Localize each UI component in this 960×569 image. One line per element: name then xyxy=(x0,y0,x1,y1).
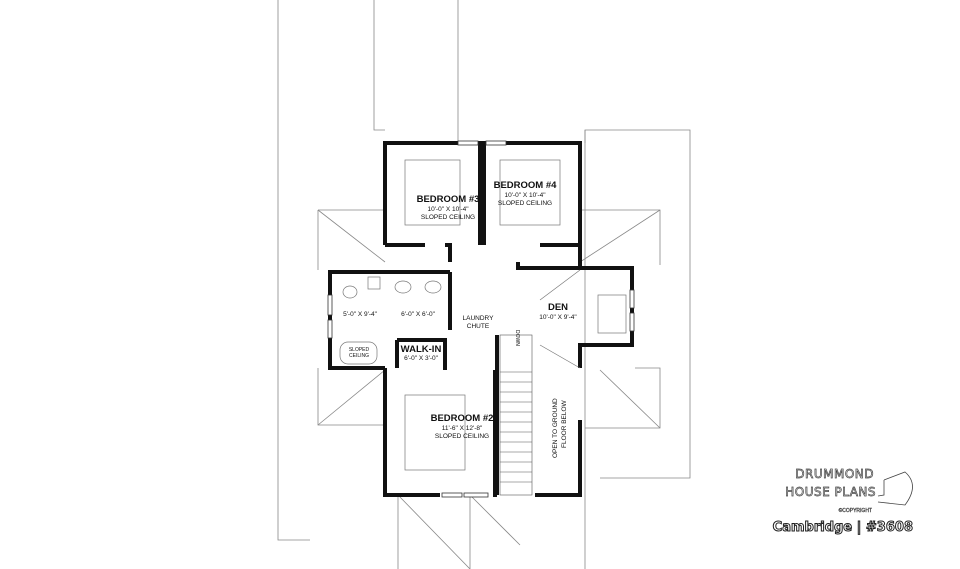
room-size: 10'-0" X 10'-4" xyxy=(504,192,546,199)
room-name: DEN xyxy=(548,302,568,313)
room-name: BEDROOM #2 xyxy=(431,413,494,424)
room-name: WALK-IN xyxy=(401,344,442,355)
windows xyxy=(327,140,635,498)
bath-size: 5'-0" X 9'-4" xyxy=(343,311,378,318)
logo-mark-icon xyxy=(877,471,913,506)
logo-line2: HOUSE PLANS xyxy=(785,485,876,499)
drummond-logo: DRUMMOND HOUSE PLANS ©COPYRIGHT xyxy=(785,467,913,514)
stair-direction-label: DOWN xyxy=(514,330,520,346)
room-note: SLOPED CEILING xyxy=(498,200,552,207)
laundry-chute-label: LAUNDRY xyxy=(463,315,495,322)
tub-note: CEILING xyxy=(349,353,369,359)
plan-title: Cambridge | #3608 xyxy=(773,520,913,535)
room-note: SLOPED CEILING xyxy=(435,433,489,440)
room-den: DEN 10'-0" X 9'-4" xyxy=(539,302,577,321)
laundry-chute-label: CHUTE xyxy=(467,323,490,330)
room-name: BEDROOM #3 xyxy=(417,194,480,205)
room-size: 11'-6" X 12'-8" xyxy=(442,425,483,432)
open-to-below-label: FLOOR BELOW xyxy=(561,399,568,448)
room-name: BEDROOM #4 xyxy=(494,180,558,191)
open-to-below-label: OPEN TO GROUND xyxy=(552,398,559,458)
tub-note: SLOPED xyxy=(349,347,370,353)
room-size: 6'-0" X 3'-0" xyxy=(404,355,439,362)
room-size: 10'-0" X 9'-4" xyxy=(539,314,577,321)
stair xyxy=(499,334,533,496)
copyright-label: ©COPYRIGHT xyxy=(839,507,872,514)
room-bedroom-2: BEDROOM #2 11'-6" X 12'-8" SLOPED CEILIN… xyxy=(431,413,494,440)
logo-line1: DRUMMOND xyxy=(795,467,874,481)
room-walk-in: WALK-IN 6'-0" X 3'-0" xyxy=(401,344,442,362)
room-bedroom-4: BEDROOM #4 10'-0" X 10'-4" SLOPED CEILIN… xyxy=(494,180,558,207)
vanity-size: 6'-0" X 6'-0" xyxy=(401,311,436,318)
room-size: 10'-0" X 10'-4" xyxy=(427,206,469,213)
fixtures xyxy=(339,159,627,471)
room-note: SLOPED CEILING xyxy=(421,214,475,221)
roof-outline xyxy=(277,0,691,569)
room-bedroom-3: BEDROOM #3 10'-0" X 10'-4" SLOPED CEILIN… xyxy=(417,194,480,221)
